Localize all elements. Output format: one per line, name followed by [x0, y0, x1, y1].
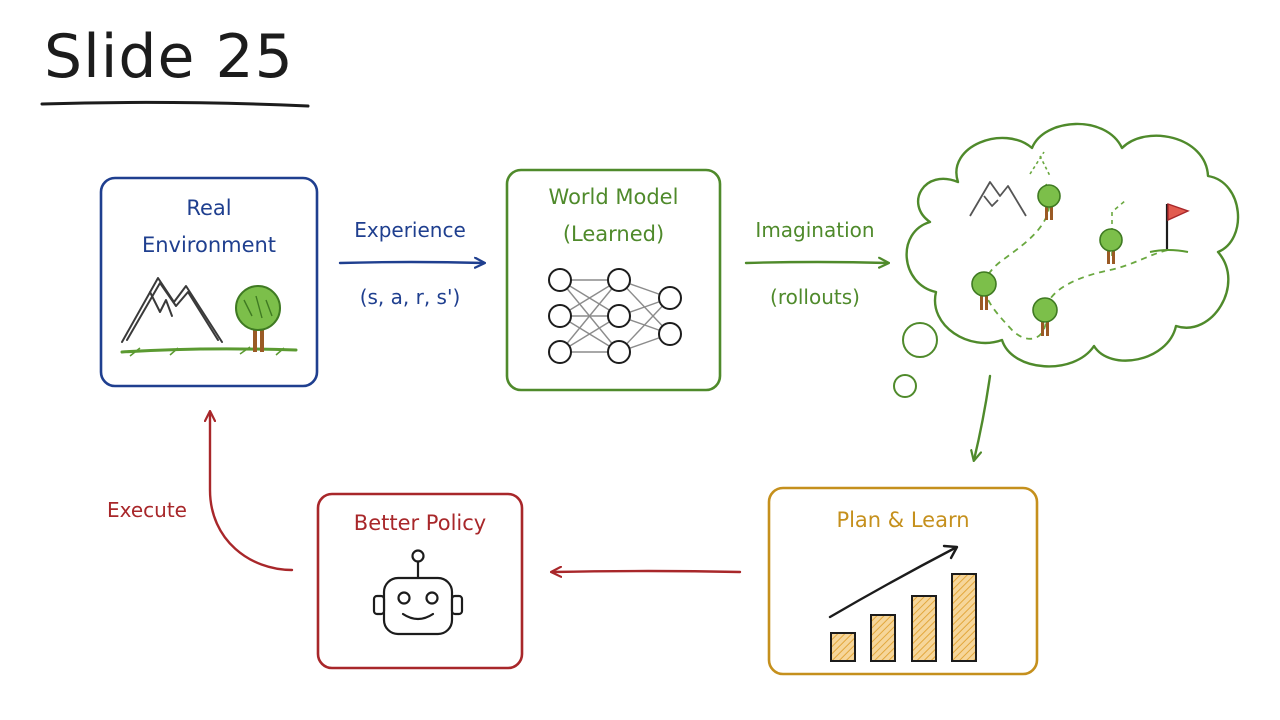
better-policy-label: Better Policy: [353, 511, 487, 535]
experience-arrow: [338, 262, 484, 263]
tree-icon: [1099, 228, 1123, 264]
slide-title: Slide 25: [44, 22, 294, 92]
tree-icon: [235, 285, 281, 352]
experience-label: Experience: [354, 218, 466, 242]
execute-label: Execute: [107, 498, 187, 522]
real-environment-node: [99, 176, 319, 388]
title-underline: [40, 100, 310, 108]
imagination-to-plan-arrow: [974, 374, 992, 460]
thought-cloud-icon: [893, 122, 1240, 398]
ground-line: [120, 347, 298, 354]
world-model-label-line2: (Learned): [562, 222, 665, 246]
plan-learn-label: Plan & Learn: [836, 508, 970, 532]
world-model-node: [505, 168, 722, 392]
execute-arrow: [210, 412, 294, 572]
tree-icon: [1032, 297, 1058, 336]
bar-chart-icon: [830, 573, 977, 662]
real-environment-label-line1: Real: [186, 196, 232, 220]
imagination-arrow: [744, 262, 888, 263]
tree-icon: [971, 271, 997, 310]
real-environment-label-line2: Environment: [141, 233, 277, 257]
better-policy-node: [316, 492, 524, 670]
imagination-label: Imagination: [755, 218, 875, 242]
experience-sublabel: (s, a, r, s'): [359, 285, 461, 309]
plan-learn-node: [767, 486, 1039, 676]
mountain-icon: [969, 181, 1027, 217]
world-model-label-line1: World Model: [548, 185, 679, 209]
robot-icon: [372, 549, 464, 636]
tree-icon: [1037, 184, 1061, 220]
mountain-icon: [121, 277, 223, 343]
flag-icon: [1149, 203, 1190, 253]
plan-to-policy-arrow: [552, 571, 742, 572]
trend-arrow-icon: [828, 544, 959, 619]
imagination-sublabel: (rollouts): [770, 285, 860, 309]
